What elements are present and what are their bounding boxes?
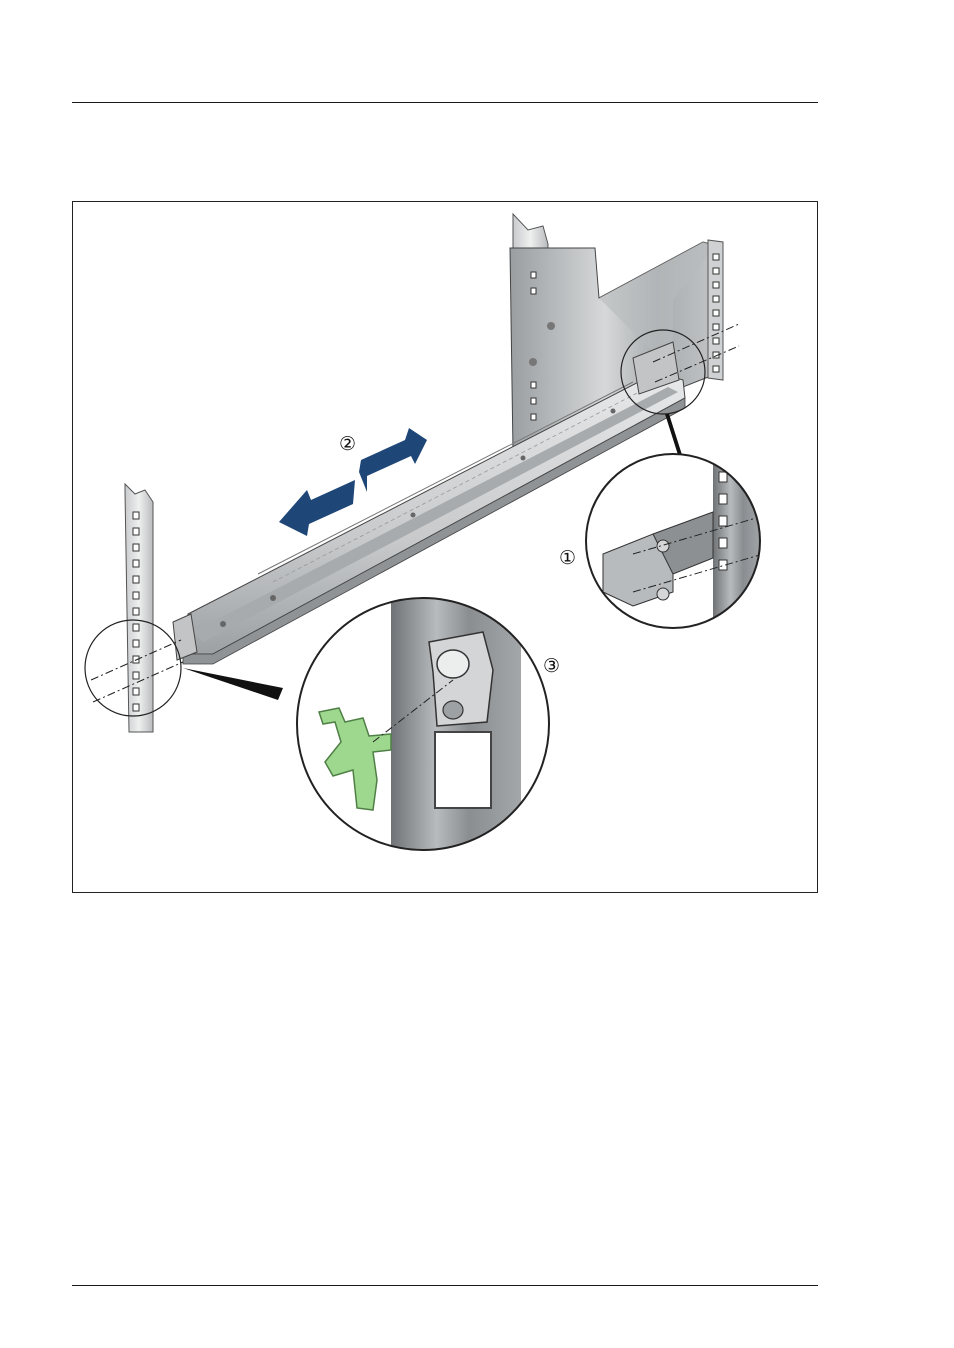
- header-rule: [72, 102, 818, 103]
- zoom-detail-rear: [583, 452, 763, 632]
- callout-2: ②: [339, 433, 356, 455]
- arrow-right-icon: [359, 428, 427, 492]
- rail-installation-illustration: ② ① ③: [73, 202, 817, 892]
- figure-frame: ② ① ③: [72, 201, 818, 893]
- callout-3: ③: [543, 655, 560, 677]
- callout-1: ①: [559, 547, 576, 569]
- rear-leader: [665, 414, 683, 458]
- front-leader: [183, 668, 283, 700]
- front-rack-post: [125, 484, 153, 732]
- arrow-left-icon: [279, 480, 355, 536]
- footer-rule: [72, 1285, 818, 1286]
- zoom-detail-front: [297, 598, 549, 850]
